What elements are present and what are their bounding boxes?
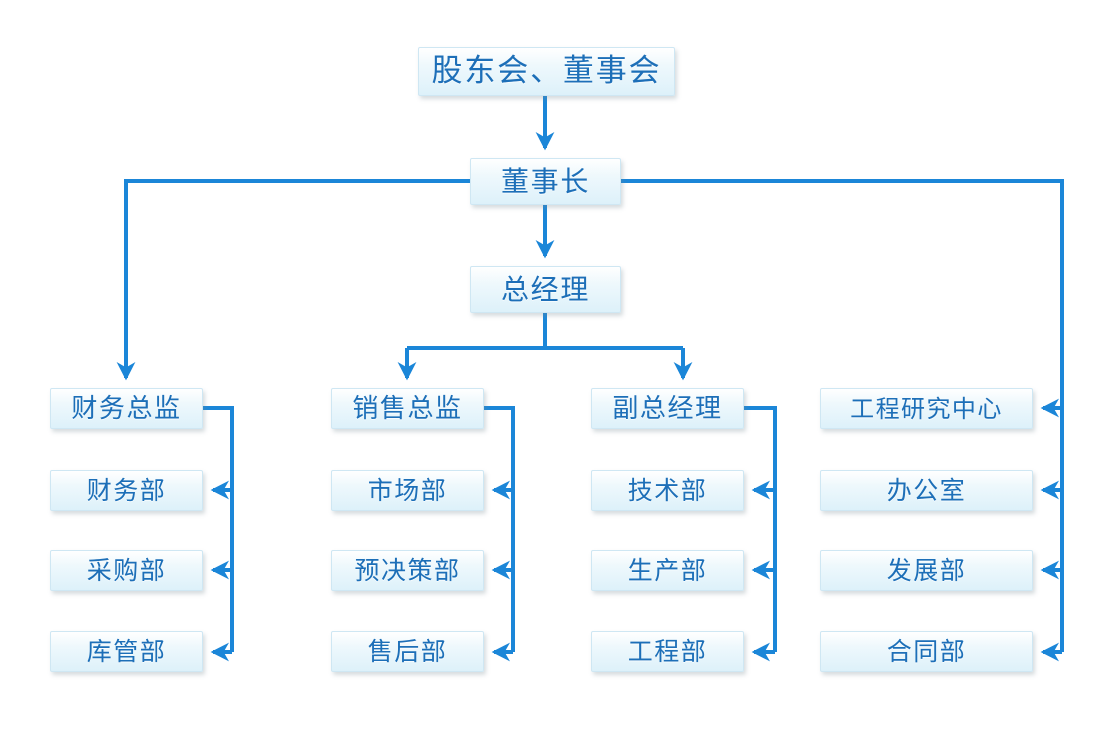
- org-node-sales-2[interactable]: 预决策部: [331, 550, 484, 591]
- org-node-gm[interactable]: 总经理: [470, 266, 621, 313]
- org-node-label: 采购部: [86, 556, 167, 585]
- org-node-label: 技术部: [627, 476, 708, 505]
- org-node-fin-3[interactable]: 库管部: [50, 631, 203, 672]
- org-node-fin-dir[interactable]: 财务总监: [50, 388, 203, 429]
- org-node-label: 市场部: [367, 476, 448, 505]
- connector-line-6: [203, 406, 234, 652]
- org-node-label: 办公室: [886, 476, 967, 505]
- org-node-erc-3[interactable]: 合同部: [820, 631, 1033, 672]
- org-node-label: 工程研究中心: [850, 394, 1003, 423]
- org-node-label: 库管部: [86, 637, 167, 666]
- connector-line-4: [124, 179, 470, 360]
- org-node-label: 副总经理: [612, 393, 723, 424]
- org-node-fin-2[interactable]: 采购部: [50, 550, 203, 591]
- org-node-label: 预决策部: [354, 556, 461, 585]
- org-node-label: 生产部: [627, 556, 708, 585]
- org-node-board[interactable]: 股东会、董事会: [418, 47, 675, 96]
- org-node-label: 工程部: [627, 637, 708, 666]
- connector-line-7: [484, 406, 515, 652]
- org-node-label: 合同部: [886, 637, 967, 666]
- org-node-label: 售后部: [367, 637, 448, 666]
- org-node-sales-3[interactable]: 售后部: [331, 631, 484, 672]
- org-node-label: 财务总监: [71, 393, 182, 424]
- org-node-label: 总经理: [500, 272, 591, 306]
- org-node-erc[interactable]: 工程研究中心: [820, 388, 1033, 429]
- org-node-label: 董事长: [500, 164, 591, 198]
- org-node-label: 发展部: [886, 556, 967, 585]
- org-node-erc-2[interactable]: 发展部: [820, 550, 1033, 591]
- org-node-label: 财务部: [86, 476, 167, 505]
- org-node-label: 销售总监: [352, 393, 463, 424]
- org-node-erc-1[interactable]: 办公室: [820, 470, 1033, 511]
- org-node-chairman[interactable]: 董事长: [470, 158, 621, 205]
- org-node-dep-2[interactable]: 生产部: [591, 550, 744, 591]
- org-node-dep-1[interactable]: 技术部: [591, 470, 744, 511]
- org-node-sales-dir[interactable]: 销售总监: [331, 388, 484, 429]
- org-node-sales-1[interactable]: 市场部: [331, 470, 484, 511]
- org-node-deputy-gm[interactable]: 副总经理: [591, 388, 744, 429]
- org-node-label: 股东会、董事会: [431, 53, 662, 89]
- org-node-fin-1[interactable]: 财务部: [50, 470, 203, 511]
- org-node-dep-3[interactable]: 工程部: [591, 631, 744, 672]
- connector-line-8: [744, 406, 777, 652]
